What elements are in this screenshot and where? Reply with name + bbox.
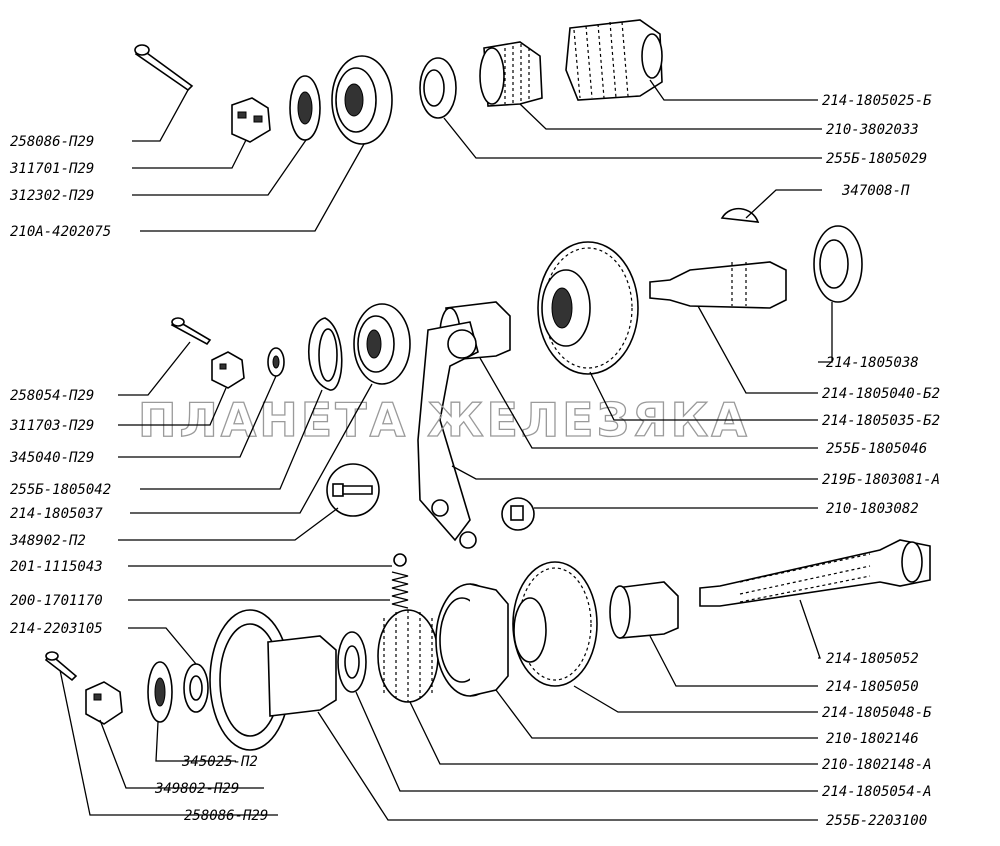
label-311703-p29: 311703-П29 — [9, 418, 94, 434]
helical-gear-top — [565, 19, 663, 101]
label-349802-p29: 349802-П29 — [154, 781, 239, 797]
shift-fork — [417, 321, 479, 549]
gear-large-bottom — [512, 561, 598, 687]
label-311701-p29: 311701-П29 — [9, 161, 94, 177]
label-214-1805054-a: 214-1805054-А — [822, 784, 932, 800]
ball-bearing-top — [331, 55, 393, 145]
label-214-1805038: 214-1805038 — [826, 355, 919, 371]
label-345025-p2: 345025-П2 — [181, 754, 258, 770]
labels-right: 214-1805025-Б 210-3802033 255Б-1805029 3… — [822, 93, 940, 829]
label-214-1805048-b: 214-1805048-Б — [822, 705, 932, 721]
cotter-pin-middle — [170, 317, 212, 346]
label-348902-p2: 348902-П2 — [9, 533, 86, 549]
washer-middle — [267, 347, 285, 377]
ball-detent — [393, 553, 407, 567]
label-214-1805037: 214-1805037 — [10, 506, 103, 522]
label-200-1701170: 200-1701170 — [10, 593, 103, 609]
label-214-1805052: 214-1805052 — [826, 651, 919, 667]
label-201-1115043: 201-1115043 — [10, 559, 103, 575]
label-214-1805025-b: 214-1805025-Б — [822, 93, 932, 109]
label-345040-p29: 345040-П29 — [9, 450, 94, 466]
synchronizer-sleeve — [435, 583, 509, 697]
gear-small-bottom — [377, 609, 439, 703]
label-255b-1805042: 255Б-1805042 — [10, 482, 111, 498]
label-258086-p29-bottom: 258086-П29 — [184, 808, 268, 824]
splined-shaft — [699, 539, 931, 607]
cotter-pin-top — [134, 44, 194, 92]
castle-nut-bottom — [85, 681, 123, 725]
label-214-1805050: 214-1805050 — [826, 679, 919, 695]
labels-left: 258086-П29 311701-П29 312302-П29 210А-42… — [9, 134, 268, 824]
castle-nut-middle — [211, 351, 245, 389]
cotter-pin-bottom — [44, 651, 78, 682]
label-210-3802033: 210-3802033 — [826, 122, 919, 138]
label-214-2203105: 214-2203105 — [10, 621, 103, 637]
key-woodruff — [720, 207, 760, 223]
label-255b-2203100: 255Б-2203100 — [826, 813, 927, 829]
label-255b-1805029: 255Б-1805029 — [826, 151, 927, 167]
pin-detail-circle — [501, 497, 535, 531]
spring-detent — [391, 571, 409, 609]
label-219b-1803081-a: 219Б-1803081-А — [822, 472, 940, 488]
label-255b-1805046: 255Б-1805046 — [826, 441, 927, 457]
snap-ring-middle — [308, 317, 343, 391]
label-214-1805040-b2: 214-1805040-Б2 — [822, 386, 940, 402]
label-210a-4202075: 210А-4202075 — [10, 224, 111, 240]
roller-bearing-right — [813, 225, 863, 303]
label-258054-p29: 258054-П29 — [10, 388, 94, 404]
bushing-bottom — [609, 581, 679, 639]
label-210-1802146: 210-1802146 — [826, 731, 919, 747]
flange — [209, 609, 337, 751]
label-214-1805035-b2: 214-1805035-Б2 — [822, 413, 940, 429]
bolt-detail-circle — [326, 463, 380, 517]
label-210-1803082: 210-1803082 — [826, 501, 919, 517]
sleeve-top — [479, 41, 543, 107]
label-258086-p29-top: 258086-П29 — [10, 134, 94, 150]
lock-washer-top — [289, 75, 321, 141]
castle-nut-top — [231, 97, 271, 143]
label-347008-p: 347008-П — [841, 183, 910, 199]
ball-bearing-middle — [353, 303, 411, 385]
label-312302-p29: 312302-П29 — [9, 188, 94, 204]
lock-washer-bottom — [147, 661, 173, 723]
shaft-middle — [649, 261, 787, 309]
spur-gear-middle — [537, 241, 639, 375]
thrust-washer-bottom — [337, 631, 367, 693]
leader-lines — [59, 79, 833, 821]
ring-top — [419, 57, 457, 119]
washer-bottom — [183, 663, 209, 713]
label-210-1802148-a: 210-1802148-А — [822, 757, 932, 773]
